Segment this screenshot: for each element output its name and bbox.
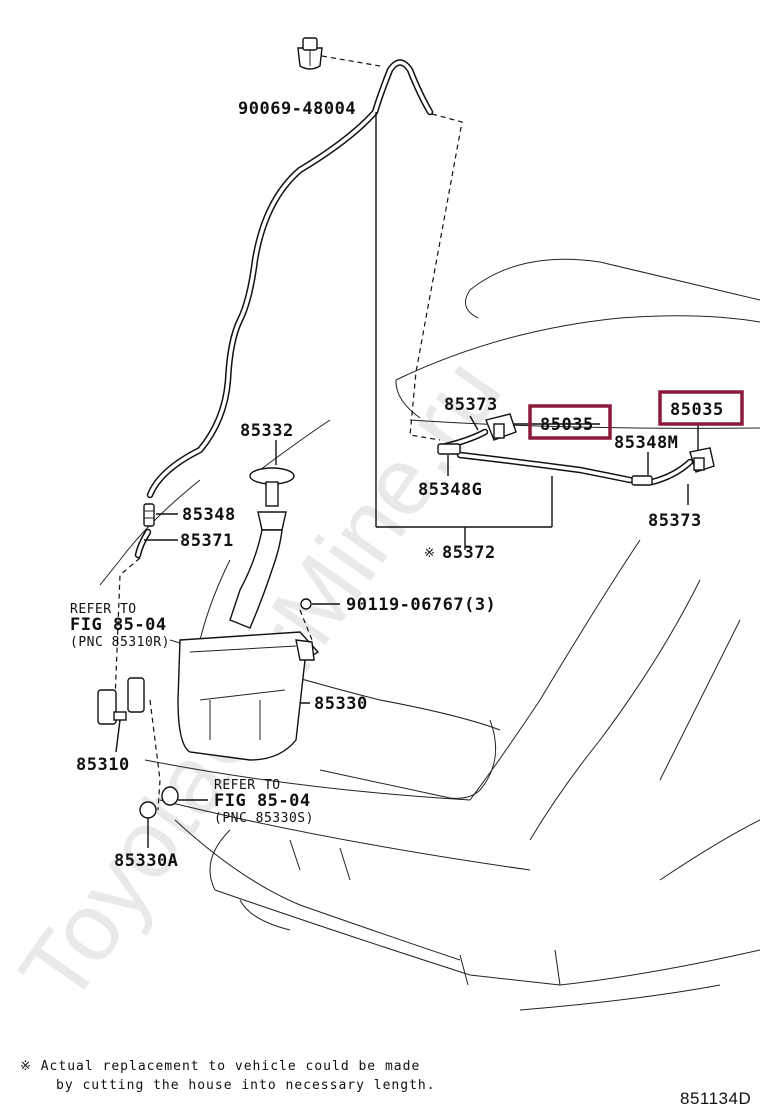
footnote-line-2: by cutting the house into necessary leng… [56,1078,436,1093]
svg-text:(PNC 85330S): (PNC 85330S) [214,811,314,826]
clip-90069-48004 [297,37,323,70]
svg-text:(PNC 85310R): (PNC 85310R) [70,635,170,650]
label-85371: 85371 [180,531,234,551]
nozzle-85035-left [485,413,517,441]
svg-text:REFER TO: REFER TO [214,778,281,793]
label-85035-right: 85035 [670,400,724,420]
refer-note-85330s: REFER TO FIG 85-04 (PNC 85330S) [214,778,314,826]
bolt-90119 [300,598,312,610]
label-85348g: 85348G [418,480,482,500]
label-90119-06767: 90119-06767(3) [346,595,496,615]
leader-lines [115,112,699,848]
highlight-box-85035-left [528,404,612,440]
label-90069-48004: 90069-48004 [238,99,356,119]
car-body-outline [99,258,760,1011]
svg-text:REFER TO: REFER TO [70,602,137,617]
label-85348m: 85348M [614,433,678,453]
footnote-line-1: ※ Actual replacement to vehicle could be… [20,1059,420,1074]
label-85330a: 85330A [114,851,178,871]
star-mark: ※ [424,546,435,561]
label-85035-left: 85035 [540,415,594,435]
refer-note-85310r: REFER TO FIG 85-04 (PNC 85310R) [70,602,170,650]
label-85310: 85310 [76,755,130,775]
label-85372: 85372 [442,543,496,563]
label-85348: 85348 [182,505,236,525]
connector-85348m [631,475,653,486]
svg-text:FIG 85-04: FIG 85-04 [214,791,311,811]
tee-connector-85348g [437,443,461,455]
dashed-leaders [114,55,463,811]
hood-hoses [442,428,694,486]
highlight-box-85035-right [658,390,744,426]
washer-tank-85330 [177,467,320,761]
label-85373-bottom: 85373 [648,511,702,531]
nozzle-85035-right [689,447,715,473]
label-85332: 85332 [240,421,294,441]
figure-id: 851134D [680,1089,751,1108]
svg-text:FIG 85-04: FIG 85-04 [70,615,167,635]
washer-hose-main [134,59,434,559]
connector-85348 [143,503,155,527]
label-85373-top: 85373 [444,395,498,415]
grommet-85330a [139,786,179,819]
label-85330: 85330 [314,694,368,714]
washer-pump-85310 [97,677,145,725]
